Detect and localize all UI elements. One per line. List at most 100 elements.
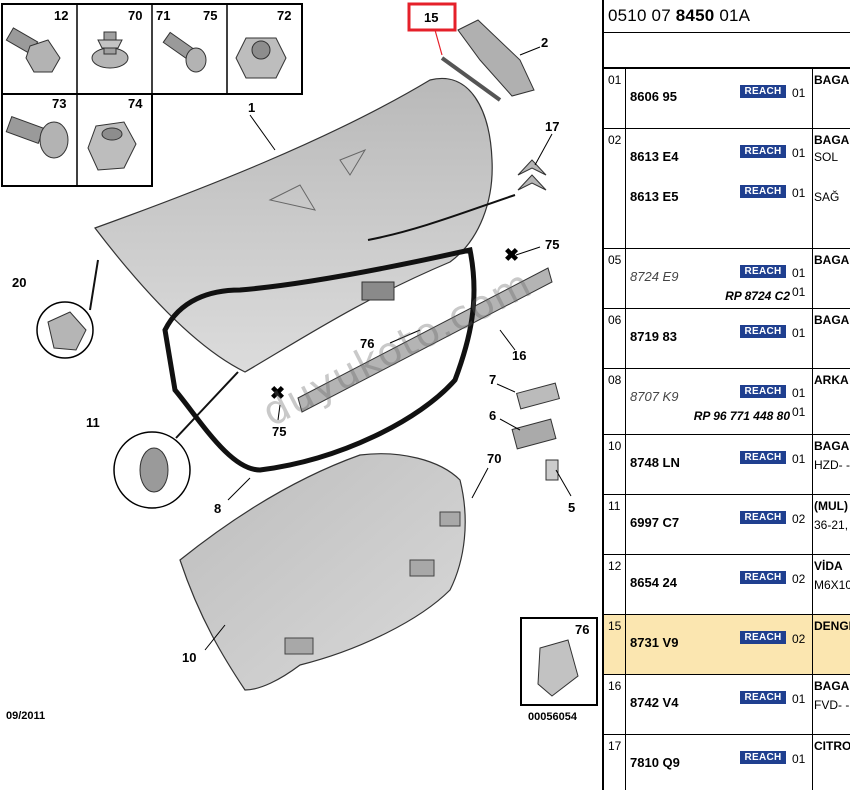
fastener-num-70: 70 bbox=[128, 8, 142, 23]
part-description: BAGA bbox=[814, 73, 850, 87]
callout-5: 5 bbox=[568, 500, 575, 515]
replacement-part[interactable]: RP 8724 C2 bbox=[725, 289, 790, 303]
part-number[interactable]: 8719 83 bbox=[630, 329, 677, 344]
selected-callout-box bbox=[407, 2, 457, 32]
part-number[interactable]: 8742 V4 bbox=[630, 695, 679, 710]
part-quantity: 01 bbox=[792, 452, 806, 466]
clip-70-icon bbox=[91, 31, 129, 69]
badge-17[interactable] bbox=[517, 159, 547, 191]
screw-5[interactable] bbox=[545, 459, 559, 481]
row-index: 05 bbox=[604, 249, 626, 308]
reach-badge: REACH bbox=[740, 145, 786, 158]
fastener-box-70[interactable]: 70 bbox=[91, 8, 142, 69]
seal-8[interactable] bbox=[162, 247, 477, 473]
reach-badge: REACH bbox=[740, 385, 786, 398]
fastener-box-72[interactable]: 72 bbox=[235, 8, 291, 79]
callout-8: 8 bbox=[214, 501, 221, 516]
row-index: 15 bbox=[604, 615, 626, 674]
callout-75a: 75 bbox=[545, 237, 559, 252]
part-quantity: 01 bbox=[792, 86, 806, 100]
reach-badge: REACH bbox=[740, 751, 786, 764]
callout-17: 17 bbox=[545, 119, 559, 134]
reach-badge: REACH bbox=[740, 325, 786, 338]
callout-7: 7 bbox=[489, 372, 496, 387]
part-number[interactable]: 8731 V9 bbox=[630, 635, 679, 650]
reach-badge: REACH bbox=[740, 185, 786, 198]
row-index: 11 bbox=[604, 495, 626, 554]
part-description: (MUL)36-21, bbox=[814, 499, 849, 532]
row-index: 10 bbox=[604, 435, 626, 494]
bump-stop-20[interactable] bbox=[36, 259, 99, 359]
part-quantity: 01 bbox=[792, 186, 806, 200]
part-number[interactable]: 8654 24 bbox=[630, 575, 677, 590]
part-quantity: 01 bbox=[792, 266, 806, 280]
row-index: 01 bbox=[604, 69, 626, 128]
grommet-11[interactable] bbox=[113, 371, 239, 509]
exploded-view: 12 70 71 75 72 73 bbox=[1, 2, 598, 706]
svg-text:✖: ✖ bbox=[504, 245, 519, 265]
part-number[interactable]: 8613 E5 bbox=[630, 189, 679, 204]
part-description: ARKA bbox=[814, 373, 849, 387]
inner-trim-10[interactable] bbox=[179, 453, 466, 691]
inset-num: 76 bbox=[575, 622, 589, 637]
lamp-6[interactable] bbox=[511, 418, 557, 450]
part-number[interactable]: 8707 K9 bbox=[630, 389, 679, 404]
callout-20: 20 bbox=[12, 275, 26, 290]
row-index: 12 bbox=[604, 555, 626, 614]
fastener-box-12[interactable]: 12 bbox=[5, 8, 68, 73]
row-index: 08 bbox=[604, 369, 626, 434]
part-quantity: 02 bbox=[792, 512, 806, 526]
part-quantity: 01 bbox=[792, 692, 806, 706]
callout-75b: 75 bbox=[272, 424, 286, 439]
reference-header: 0510 07 8450 01A bbox=[604, 0, 850, 33]
reach-badge: REACH bbox=[740, 451, 786, 464]
part-number[interactable]: 8606 95 bbox=[630, 89, 677, 104]
part-number[interactable]: 7810 Q9 bbox=[630, 755, 680, 770]
svg-text:✖: ✖ bbox=[270, 383, 285, 403]
part-number[interactable]: 8724 E9 bbox=[630, 269, 679, 284]
nut-72-icon bbox=[235, 37, 287, 79]
diagram-date: 09/2011 bbox=[6, 710, 46, 722]
lamp-7[interactable] bbox=[515, 382, 561, 410]
part-number[interactable]: 6997 C7 bbox=[630, 515, 680, 530]
fastener-box-73[interactable]: 73 bbox=[5, 96, 69, 159]
bolt-73-icon bbox=[5, 116, 69, 159]
part-quantity: 01 bbox=[792, 146, 806, 160]
trim-strip-16[interactable] bbox=[297, 267, 553, 413]
inset-76[interactable]: 76 bbox=[520, 617, 598, 706]
header-spacer bbox=[604, 33, 850, 69]
callout-70: 70 bbox=[487, 451, 501, 466]
part-description: BAGA bbox=[814, 253, 850, 267]
fastener-box-71[interactable]: 71 bbox=[156, 8, 207, 73]
fastener-grid bbox=[1, 3, 303, 187]
part-number[interactable]: 8748 LN bbox=[630, 455, 680, 470]
hinge-2[interactable] bbox=[440, 19, 535, 102]
fastener-num-72: 72 bbox=[277, 8, 291, 23]
reach-badge: REACH bbox=[740, 631, 786, 644]
fastener-box-74[interactable]: 74 bbox=[87, 96, 143, 171]
fastener-num-71: 71 bbox=[156, 8, 170, 23]
replacement-part[interactable]: RP 96 771 448 80 bbox=[693, 409, 790, 423]
part-quantity: 02 bbox=[792, 572, 806, 586]
reach-badge: REACH bbox=[740, 265, 786, 278]
replacement-quantity: 01 bbox=[792, 285, 806, 299]
part-description: CITRO bbox=[814, 739, 850, 753]
part-number[interactable]: 8613 E4 bbox=[630, 149, 679, 164]
fastener-box-75[interactable]: 75 bbox=[203, 8, 217, 23]
part-description: BAGA bbox=[814, 313, 850, 327]
